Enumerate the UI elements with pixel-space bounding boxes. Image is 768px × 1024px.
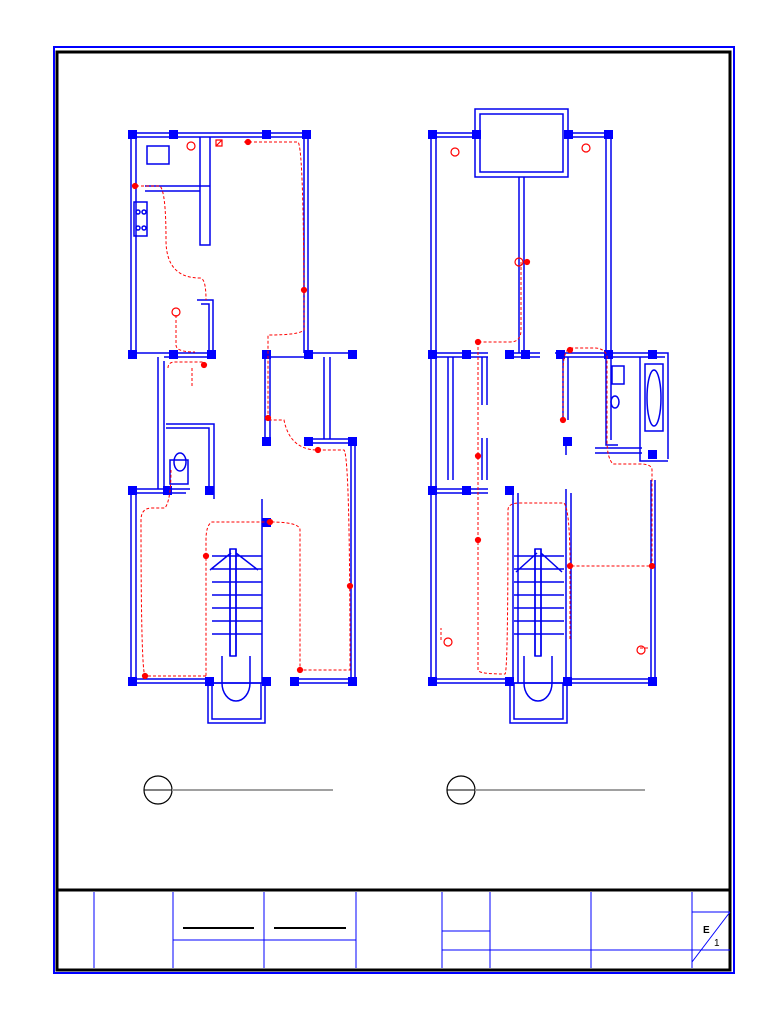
right-stair-well — [509, 682, 568, 724]
light-fixture-icon — [581, 143, 591, 153]
right-stair-treads — [514, 549, 564, 656]
switch-icon — [559, 416, 567, 424]
title-block — [57, 888, 731, 968]
right-plan-columns — [428, 130, 657, 686]
left-stair-well — [207, 682, 266, 724]
switch-icon — [474, 338, 482, 346]
toilet-symbol — [169, 459, 189, 485]
switch-icon — [264, 414, 272, 422]
switch-icon — [244, 138, 252, 146]
switch-icon — [523, 258, 531, 266]
switch-icon — [346, 582, 354, 590]
sink-symbol — [146, 145, 170, 165]
light-fixture-icon — [186, 141, 196, 151]
sheet-mark: E — [703, 925, 710, 936]
sheet-number: 1 — [714, 938, 720, 949]
left-floor-plan — [130, 132, 356, 724]
switch-icon — [202, 552, 210, 560]
right-plan-walls — [430, 108, 669, 684]
right-scale-bar — [446, 775, 645, 805]
switch-icon — [131, 182, 139, 190]
left-plan-wiring — [136, 141, 351, 677]
left-stair-arc — [221, 656, 251, 702]
left-plan-walls — [130, 132, 356, 684]
light-fixture-icon — [450, 147, 460, 157]
switch-icon — [566, 346, 574, 354]
switch-icon — [474, 536, 482, 544]
switch-icon — [296, 666, 304, 674]
switch-icon — [141, 672, 149, 680]
switch-icon — [474, 452, 482, 460]
switch-icon — [300, 286, 308, 294]
switch-icon — [566, 562, 574, 570]
switch-icon — [648, 562, 656, 570]
left-plan-fixtures — [131, 138, 354, 680]
toilet-symbol — [611, 365, 625, 385]
light-fixture-icon — [636, 645, 646, 655]
bathtub-symbol — [646, 369, 662, 427]
light-fixture-icon — [443, 637, 453, 647]
right-plan-fixtures — [443, 143, 656, 655]
right-stair-arc — [523, 656, 553, 702]
switch-icon — [200, 361, 208, 369]
stove-symbol — [133, 201, 148, 237]
switch-icon — [314, 446, 322, 454]
right-plan-wiring — [440, 262, 653, 675]
left-scale-bar — [143, 775, 333, 805]
left-plan-columns — [128, 130, 357, 686]
right-floor-plan — [430, 108, 669, 724]
light-fixture-icon — [171, 307, 181, 317]
sheet-frame — [53, 46, 735, 974]
light-fixture-icon — [514, 257, 524, 267]
switch-icon — [266, 518, 274, 526]
